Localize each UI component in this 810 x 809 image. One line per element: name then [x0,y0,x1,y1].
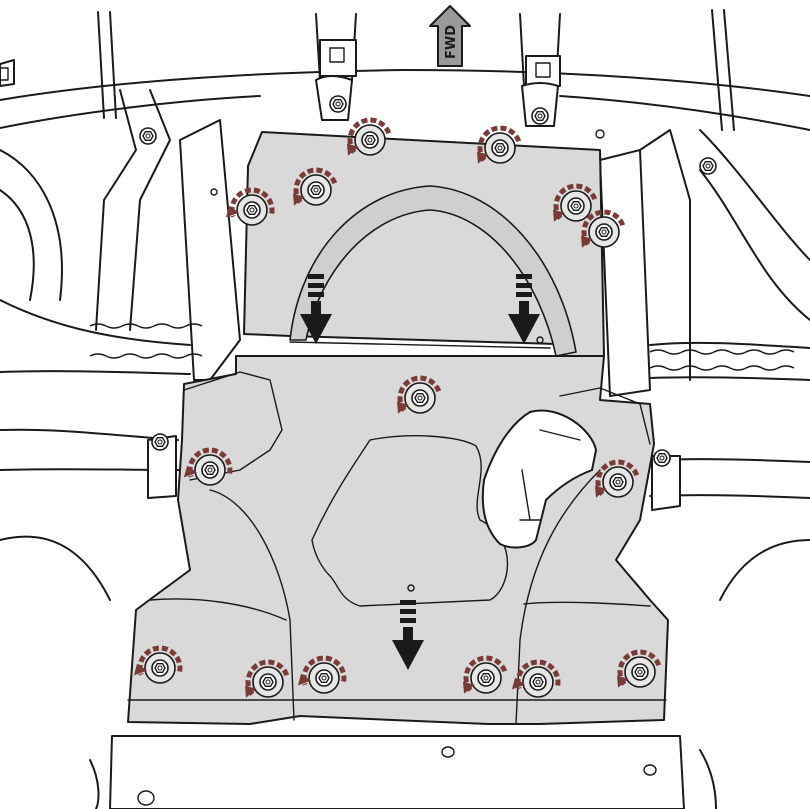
dashed-down-arrow-icon [300,274,332,344]
hex-bolt-icon [588,216,620,248]
hex-bolt-icon [329,95,347,113]
counterclockwise-arrow-icon [595,459,640,498]
counterclockwise-arrow-icon [397,375,442,414]
hex-bolt-icon [194,454,226,486]
hex-bolt-icon [560,190,592,222]
hex-bolt-icon [252,666,284,698]
counterclockwise-arrow-icon [463,655,508,694]
counterclockwise-arrow-icon [553,183,598,222]
counterclockwise-arrow-icon [225,187,275,218]
counterclockwise-arrow-icon [133,645,183,676]
hex-bolt-icon [300,174,332,206]
counterclockwise-arrow-icon [293,167,338,206]
hex-bolt-icon [139,127,157,145]
counterclockwise-arrow-icon [297,655,347,686]
counterclockwise-arrow-icon [617,649,662,688]
counterclockwise-arrow-icon [581,209,626,248]
main-skid-plate [127,355,669,725]
counterclockwise-arrow-icon [477,125,522,164]
counterclockwise-arrow-icon [347,117,392,156]
hex-bolt-icon [531,107,549,125]
hex-bolt-icon [653,449,671,467]
hex-bolt-icon [151,433,169,451]
counterclockwise-arrow-icon [183,447,233,478]
hex-bolt-icon [602,466,634,498]
dashed-down-arrow-icon [392,600,424,670]
dashed-down-arrow-icon [508,274,540,344]
upper-skid-plate [243,131,605,359]
hex-bolt-icon [404,382,436,414]
hex-bolt-icon [236,194,268,226]
forward-arrow-icon: FWD [429,5,471,67]
counterclockwise-arrow-icon [511,659,561,690]
hex-bolt-icon [470,662,502,694]
hex-bolt-icon [624,656,656,688]
hex-bolt-icon [699,157,717,175]
fwd-label: FWD [444,25,459,59]
hex-bolt-icon [308,662,340,694]
counterclockwise-arrow-icon [245,659,290,698]
hex-bolt-icon [354,124,386,156]
hex-bolt-icon [144,652,176,684]
hex-bolt-icon [522,666,554,698]
vehicle-chassis-outline [0,9,810,809]
hex-bolt-icon [484,132,516,164]
